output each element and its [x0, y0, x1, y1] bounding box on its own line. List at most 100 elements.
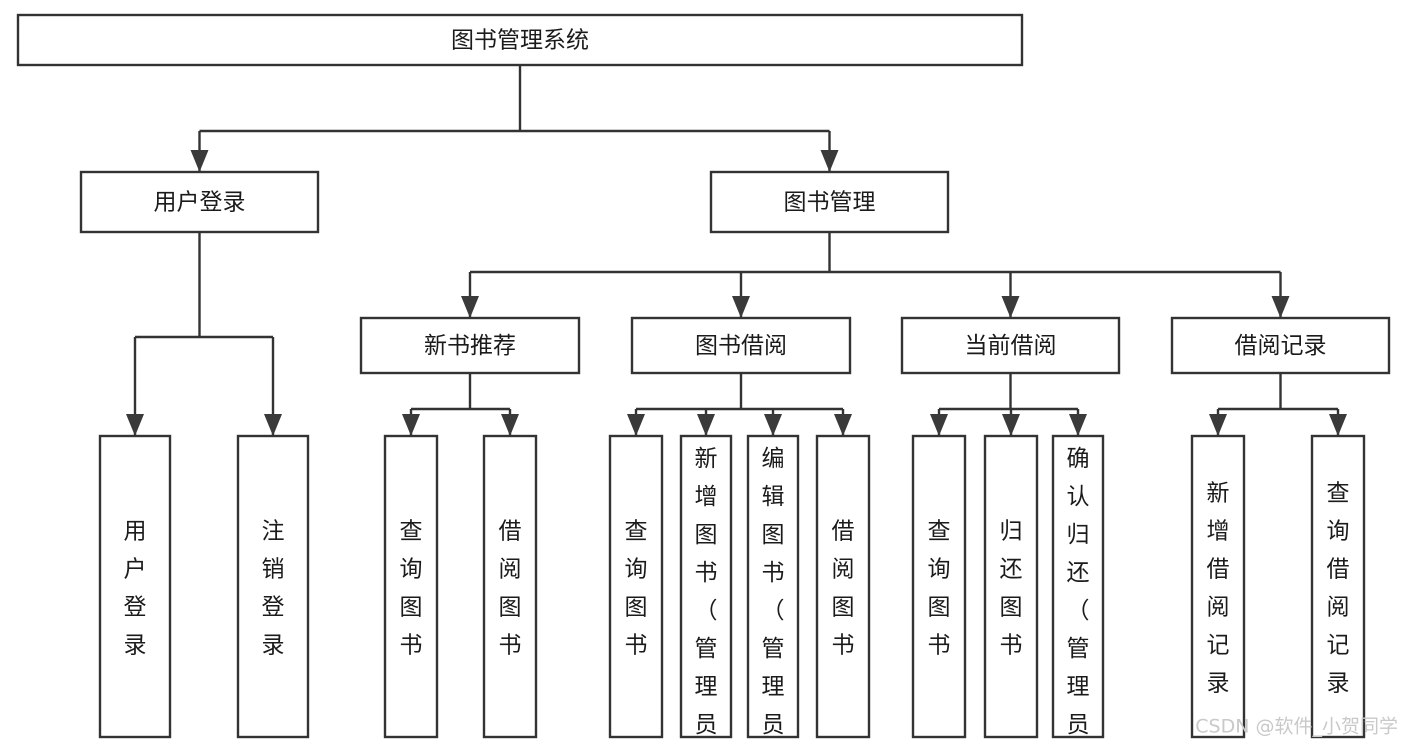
node-label-leaf-return-book: 归还图书	[1000, 519, 1023, 659]
label-char: 录	[124, 633, 147, 659]
label-char: 录	[262, 633, 285, 659]
label-char: 借	[499, 519, 522, 545]
label-char: 还	[1000, 557, 1023, 583]
label-char: 阅	[832, 557, 855, 583]
node-leaf-return-book[interactable]: 归还图书	[983, 434, 1039, 739]
node-box-leaf-logout	[236, 434, 310, 739]
arrow-head-icon	[1329, 414, 1347, 436]
label-char: 录	[1207, 671, 1230, 697]
node-leaf-query-record[interactable]: 查询借阅记录	[1310, 434, 1366, 739]
node-leaf-logout[interactable]: 注销登录	[236, 434, 310, 739]
node-leaf-user-login[interactable]: 用户登录	[98, 434, 172, 739]
label-char: 书	[400, 633, 423, 659]
node-box-leaf-user-login	[98, 434, 172, 739]
label-char: 记	[1327, 633, 1350, 659]
label-char: 员	[1067, 712, 1090, 738]
label-char: 书	[625, 633, 648, 659]
node-label-leaf-add-record: 新增借阅记录	[1207, 481, 1230, 697]
label-char: 归	[1067, 522, 1090, 548]
node-box-leaf-query-book-borrow	[608, 434, 664, 739]
label-char: 查	[400, 519, 423, 545]
label-char: 管	[1067, 636, 1090, 662]
label-char: 录	[1327, 671, 1350, 697]
label-char: 阅	[499, 557, 522, 583]
label-char: 图	[695, 522, 718, 548]
label-char: 查	[625, 519, 648, 545]
label-char: 注	[262, 519, 285, 545]
node-new-book-recommend[interactable]: 新书推荐	[359, 316, 581, 375]
node-label-leaf-query-book-borrow: 查询图书	[625, 519, 648, 659]
watermark-layer: CSDN @软件_小贺同学	[1195, 716, 1398, 738]
arrow-head-icon	[1069, 414, 1087, 436]
node-root[interactable]: 图书管理系统	[16, 13, 1024, 67]
node-box-new-book-recommend	[359, 316, 581, 375]
label-char: 图	[1000, 595, 1023, 621]
node-box-leaf-borrow-book	[815, 434, 871, 739]
label-char: （	[762, 598, 785, 624]
node-box-borrow-record	[1170, 316, 1391, 375]
nodes-layer: 图书管理系统用户登录图书管理新书推荐图书借阅当前借阅借阅记录用户登录注销登录查询…	[16, 13, 1391, 751]
label-char: 查	[1327, 481, 1350, 507]
label-char: 阅	[1207, 595, 1230, 621]
node-label-current-borrow: 当前借阅	[965, 333, 1057, 359]
node-label-leaf-borrow-book: 借阅图书	[832, 519, 855, 659]
node-leaf-add-book[interactable]: 新增图书（管理员）	[679, 434, 733, 751]
node-label-new-book-recommend: 新书推荐	[424, 333, 516, 359]
label-char: 理	[695, 674, 718, 700]
node-box-leaf-add-book	[679, 434, 733, 739]
label-char: 员	[762, 712, 785, 738]
label-char: 借	[1327, 557, 1350, 583]
node-box-leaf-return-book	[983, 434, 1039, 739]
arrow-head-icon	[461, 296, 479, 318]
node-book-manage[interactable]: 图书管理	[709, 170, 950, 234]
node-leaf-borrow-book-rec[interactable]: 借阅图书	[482, 434, 538, 739]
node-leaf-add-record[interactable]: 新增借阅记录	[1190, 434, 1246, 739]
node-box-leaf-confirm-return	[1051, 434, 1105, 739]
node-box-book-borrow	[630, 316, 852, 375]
label-char: 增	[1207, 519, 1230, 545]
label-char: 图	[400, 595, 423, 621]
node-box-leaf-edit-book	[746, 434, 800, 739]
label-char: 图	[832, 595, 855, 621]
node-label-leaf-query-record: 查询借阅记录	[1327, 481, 1350, 697]
label-char: 理	[1067, 674, 1090, 700]
label-char: 管	[695, 636, 718, 662]
node-user-login[interactable]: 用户登录	[79, 170, 320, 234]
node-book-borrow[interactable]: 图书借阅	[630, 316, 852, 375]
label-char: 借	[1207, 557, 1230, 583]
arrow-head-icon	[402, 414, 420, 436]
label-char: 编	[762, 446, 785, 472]
node-label-leaf-borrow-book-rec: 借阅图书	[499, 519, 522, 659]
node-leaf-confirm-return[interactable]: 确认归还（管理员）	[1051, 434, 1105, 751]
arrow-head-icon	[627, 414, 645, 436]
label-char: 书	[1000, 633, 1023, 659]
label-char: 询	[400, 557, 423, 583]
node-box-leaf-query-record	[1310, 434, 1366, 739]
arrow-head-icon	[1001, 296, 1020, 318]
label-char: 确	[1067, 446, 1090, 472]
label-char: 新	[695, 446, 718, 472]
label-char: 辑	[762, 484, 785, 510]
node-box-leaf-query-book-cur	[911, 434, 967, 739]
node-current-borrow[interactable]: 当前借阅	[900, 316, 1121, 375]
label-char: 用	[124, 519, 147, 545]
label-char: 询	[625, 557, 648, 583]
label-char: 书	[695, 560, 718, 586]
node-leaf-edit-book[interactable]: 编辑图书（管理员）	[746, 434, 800, 751]
node-leaf-query-book-borrow[interactable]: 查询图书	[608, 434, 664, 739]
node-leaf-borrow-book[interactable]: 借阅图书	[815, 434, 871, 739]
label-char: 还	[1067, 560, 1090, 586]
node-label-leaf-logout: 注销登录	[262, 519, 285, 659]
label-char: 管	[762, 636, 785, 662]
node-borrow-record[interactable]: 借阅记录	[1170, 316, 1391, 375]
label-char: 图	[625, 595, 648, 621]
label-char: 询	[928, 557, 951, 583]
label-char: 登	[262, 595, 285, 621]
label-char: 登	[124, 595, 147, 621]
label-char: 阅	[1327, 595, 1350, 621]
node-leaf-query-book-rec[interactable]: 查询图书	[383, 434, 439, 739]
node-label-book-borrow: 图书借阅	[695, 333, 787, 359]
node-leaf-query-book-cur[interactable]: 查询图书	[911, 434, 967, 739]
